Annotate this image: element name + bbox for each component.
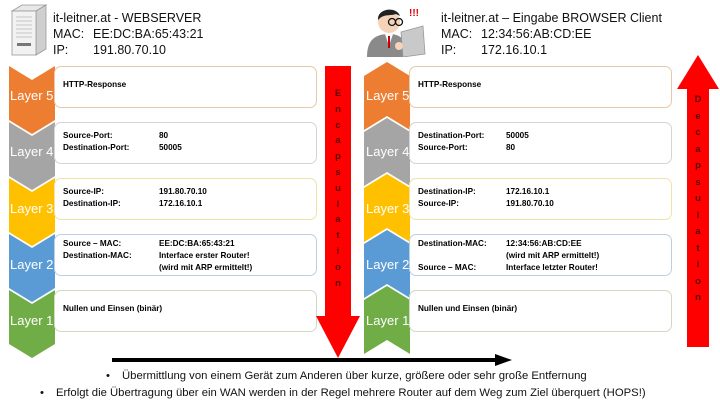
left-layer5-box: HTTP-Response: [54, 66, 317, 108]
left-layer2-box: Source – MAC: EE:DC:BA:65:43:21 Destinati…: [54, 234, 317, 276]
right-layer3-label: Layer 3: [366, 201, 410, 216]
client-ip-label: IP:: [441, 43, 457, 57]
server-mac: EE:DC:BA:65:43:21: [93, 27, 204, 41]
left-layer5-label: Layer 5: [10, 88, 54, 103]
field-key: Destination-Port:: [63, 143, 130, 152]
svg-text:!!!: !!!: [409, 8, 419, 19]
bullet-item: •Erfolgt die Übertragung über ein WAN we…: [40, 387, 646, 399]
server-title: it-leitner.at - WEBSERVER: [53, 11, 202, 25]
http-response-text: HTTP-Response: [63, 80, 127, 89]
field-value: 50005: [159, 143, 182, 152]
right-layer2-label: Layer 2: [366, 257, 410, 272]
client-ip: 172.16.10.1: [481, 43, 548, 57]
right-layer1-box: Nullen und Einsen (binär): [409, 290, 672, 332]
field-value: (wird mit ARP ermittelt!): [506, 251, 600, 260]
field-value: Interface letzter Router!: [506, 263, 598, 272]
field-value: Interface erster Router!: [159, 251, 250, 260]
field-value: 12:34:56:AB:CD:EE: [506, 239, 582, 248]
transmission-arrow-right-icon: [112, 354, 512, 366]
right-layer5-box: HTTP-Response: [409, 66, 672, 108]
layer5-chevron-up-icon: [364, 62, 410, 130]
field-key: [418, 250, 506, 262]
left-layer1-label: Layer 1: [10, 313, 54, 328]
field-key: Source-IP:: [418, 199, 459, 208]
right-layer5-label: Layer 5: [366, 88, 410, 103]
field-value: 80: [159, 131, 169, 140]
left-layer4-label: Layer 4: [10, 144, 54, 159]
bullet-text: Erfolgt die Übertragung über ein WAN wer…: [56, 387, 646, 399]
encapsulation-arrow-down-icon: [316, 66, 360, 358]
bullet-text: Übermittlung von einem Gerät zum Anderen…: [122, 370, 587, 382]
field-key: Destination-IP:: [418, 187, 476, 196]
layer2-chevron-down-icon: [9, 234, 55, 302]
right-layer4-box: Destination-Port: 50005 Source-Port: 80: [409, 122, 672, 164]
left-layer1-box: Nullen und Einsen (binär): [54, 290, 317, 332]
client-info: it-leitner.at – Eingabe BROWSER Client M…: [441, 10, 662, 58]
layer2-chevron-up-icon: [364, 230, 410, 298]
right-layer2-box: Destination-MAC: 12:34:56:AB:CD:EE (wird …: [409, 234, 672, 276]
client-mac-label: MAC:: [441, 27, 473, 41]
field-value: 191.80.70.10: [506, 199, 554, 208]
layer1-chevron-up-icon: [364, 286, 410, 354]
bullet-item: •Übermittlung von einem Gerät zum Andere…: [106, 370, 587, 382]
field-key: Source-Port:: [418, 143, 468, 152]
client-title: it-leitner.at – Eingabe BROWSER Client: [441, 11, 662, 25]
layer4-chevron-up-icon: [364, 118, 410, 186]
layer3-chevron-up-icon: [364, 174, 410, 242]
right-layer1-label: Layer 1: [366, 313, 410, 328]
server-ip-label: IP:: [53, 43, 69, 57]
left-layer4-box: Source-Port: 80 Destination-Port: 50005: [54, 122, 317, 164]
field-key: [63, 262, 159, 274]
right-layer4-label: Layer 4: [366, 144, 410, 159]
server-info: it-leitner.at - WEBSERVER MAC: EE:DC:BA:6…: [53, 10, 203, 58]
field-value: 80: [506, 143, 516, 152]
field-key: Source-Port:: [63, 131, 113, 140]
http-response-text: HTTP-Response: [418, 80, 482, 89]
server-mac-label: MAC:: [53, 27, 85, 41]
client-mac: 12:34:56:AB:CD:EE: [481, 27, 592, 41]
user-at-computer-icon: !!!: [367, 8, 426, 57]
left-layer2-label: Layer 2: [10, 257, 54, 272]
field-key: Destination-MAC:: [63, 251, 132, 260]
server-tower-icon: [10, 4, 48, 56]
field-value: 191.80.70.10: [159, 187, 207, 196]
field-key: Destination-Port:: [418, 131, 485, 140]
decapsulation-arrow-up-icon: [677, 55, 719, 347]
layer1-chevron-down-icon: [9, 290, 55, 358]
field-value: 172.16.10.1: [159, 199, 203, 208]
right-layer3-box: Destination-IP: 172.16.10.1 Source-IP: 191…: [409, 178, 672, 220]
binary-text: Nullen und Einsen (binär): [63, 304, 163, 313]
server-ip: 191.80.70.10: [93, 43, 166, 57]
field-key: Source – MAC:: [63, 239, 122, 248]
field-value: EE:DC:BA:65:43:21: [159, 239, 235, 248]
field-value: 172.16.10.1: [506, 187, 550, 196]
left-layer3-label: Layer 3: [10, 201, 54, 216]
field-key: Source – MAC:: [418, 263, 477, 272]
binary-text: Nullen und Einsen (binär): [418, 304, 518, 313]
field-key: Source-IP:: [63, 187, 104, 196]
field-key: Destination-IP:: [63, 199, 121, 208]
layer5-chevron-down-icon: [9, 66, 55, 134]
layer3-chevron-down-icon: [9, 178, 55, 246]
field-value: 50005: [506, 131, 529, 140]
field-key: Destination-MAC:: [418, 239, 487, 248]
left-layer3-box: Source-IP: 191.80.70.10 Destination-IP: 17…: [54, 178, 317, 220]
field-value: (wird mit ARP ermittelt!): [159, 263, 253, 272]
layer4-chevron-down-icon: [9, 122, 55, 190]
